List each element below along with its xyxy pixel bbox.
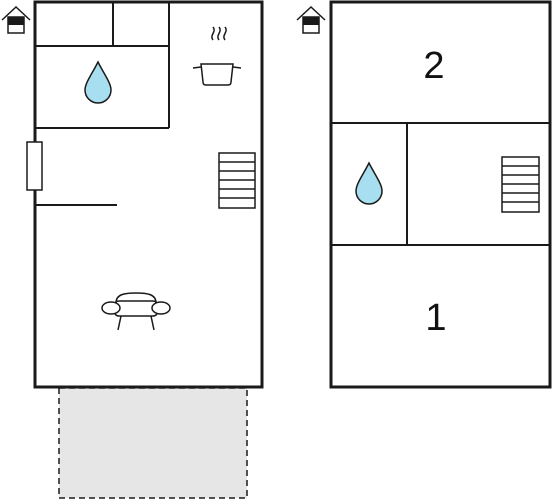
staircase-icon [501, 156, 540, 213]
ground-floor-outer-wall [33, 0, 264, 389]
house-marker-icon [296, 5, 326, 34]
water-drop-icon [84, 60, 112, 104]
water-drop-icon [355, 161, 383, 205]
terrace [58, 387, 248, 499]
upper-floor: 2 1 [296, 0, 552, 389]
bathroom [35, 2, 170, 129]
upper-floor-outer-wall [329, 0, 552, 389]
sofa-icon [101, 292, 171, 331]
house-marker-icon [1, 5, 31, 34]
room-label-2: 2 [423, 45, 444, 87]
cooking-pot-icon [192, 26, 242, 86]
staircase-icon [218, 152, 256, 209]
ground-floor [1, 0, 264, 499]
door-icon [26, 141, 43, 191]
room-label-1: 1 [425, 297, 446, 339]
